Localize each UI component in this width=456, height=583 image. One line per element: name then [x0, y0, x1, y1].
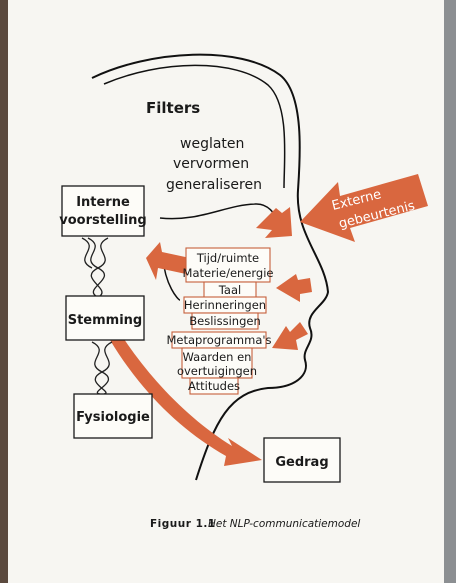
interne-label-2: voorstelling [59, 213, 146, 228]
stemming-label: Stemming [68, 313, 143, 328]
fysiologie-label: Fysiologie [76, 410, 150, 425]
filter-herinneringen: Herinneringen [184, 298, 266, 312]
gedrag-label: Gedrag [275, 455, 328, 470]
filter-beslissingen: Beslissingen [189, 314, 260, 328]
filters-title: Filters [146, 99, 200, 117]
fysiologie-box [73, 393, 153, 439]
filter-taal: Taal [218, 283, 241, 297]
external-event-arrow [300, 174, 428, 242]
filter-box-1 [185, 247, 271, 283]
helix-connector-bottom [91, 341, 113, 395]
filter-materie-energie: Materie/energie [183, 266, 274, 280]
interne-voorstelling-box [61, 185, 145, 237]
interne-label-1: Interne [76, 195, 130, 210]
filter-item-vervormen: vervormen [173, 156, 249, 172]
arrow-to-interne [146, 242, 190, 280]
figure-caption-text: Het NLP-communicatiemodel [208, 518, 360, 530]
figure-caption-label: Figuur 1.1 [150, 518, 216, 530]
filter-metaprogrammas: Metaprogramma's [166, 333, 271, 347]
head-outline [91, 53, 330, 481]
filter-tijd-ruimte: Tijd/ruimte [196, 251, 259, 265]
stemming-box [65, 295, 145, 341]
arrow-to-gedrag [110, 330, 262, 466]
filter-item-generaliseren: generaliseren [166, 177, 262, 193]
filter-item-weglaten: weglaten [180, 136, 244, 152]
background-wall [440, 0, 456, 583]
filter-box-7 [189, 377, 239, 395]
input-arrow-middle [276, 274, 312, 302]
filter-overtuigingen: overtuigingen [177, 364, 257, 378]
gedrag-box [263, 437, 341, 483]
head-outline-inner [103, 64, 286, 189]
input-arrow-top [256, 207, 292, 238]
filter-box-4 [191, 312, 259, 330]
helix-connector-top [81, 237, 109, 297]
filter-waarden: Waarden en [183, 350, 252, 364]
input-arrow-bottom [272, 322, 308, 350]
filter-attitudes: Attitudes [188, 379, 240, 393]
filter-box-6 [181, 347, 253, 379]
